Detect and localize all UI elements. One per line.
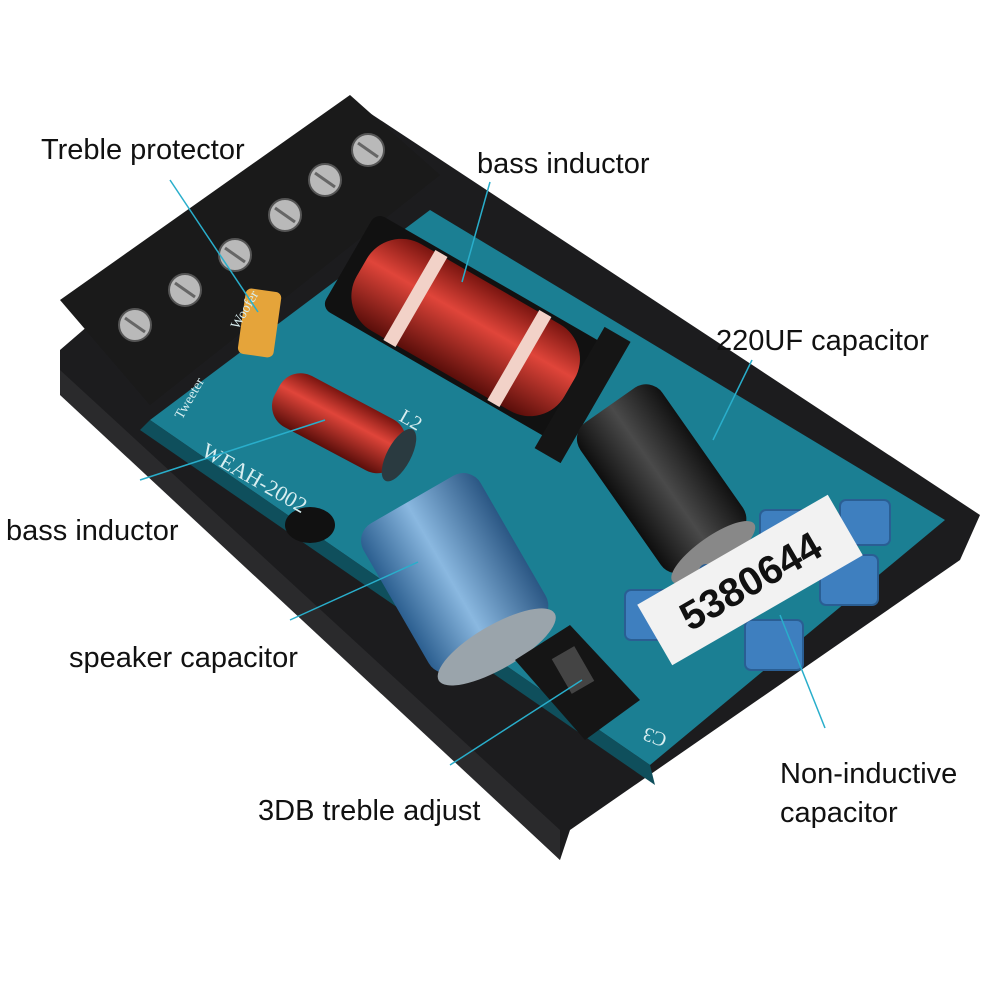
- treble-protector-component: [237, 288, 282, 358]
- label-non-inductive-line2: capacitor: [780, 797, 898, 829]
- leader-220uf-capacitor: [712, 359, 753, 441]
- label-treble-adjust: 3DB treble adjust: [258, 795, 481, 827]
- label-non-inductive-line1: Non-inductive: [780, 758, 958, 790]
- label-treble-protector: Treble protector: [41, 134, 245, 166]
- small-bass-inductor: [271, 373, 417, 482]
- leader-bass-inductor-top: [461, 181, 491, 283]
- label-speaker-capacitor: speaker capacitor: [69, 642, 298, 674]
- mounting-hole: [285, 507, 335, 543]
- leader-treble-protector: [169, 179, 259, 313]
- leader-lines: [139, 179, 826, 766]
- 220uf-capacitor-component: [576, 384, 756, 585]
- speaker-capacitor-component: [361, 473, 556, 686]
- leader-speaker-capacitor: [289, 561, 419, 621]
- label-bass-inductor-left: bass inductor: [6, 515, 179, 547]
- large-bass-inductor: [324, 216, 631, 464]
- label-220uf-capacitor: 220UF capacitor: [716, 325, 929, 357]
- leader-non-inductive: [779, 614, 826, 729]
- leader-bass-inductor-left: [139, 419, 326, 481]
- leader-treble-adjust: [449, 679, 583, 766]
- terminal-block: [60, 95, 440, 405]
- label-bass-inductor-top: bass inductor: [477, 148, 650, 180]
